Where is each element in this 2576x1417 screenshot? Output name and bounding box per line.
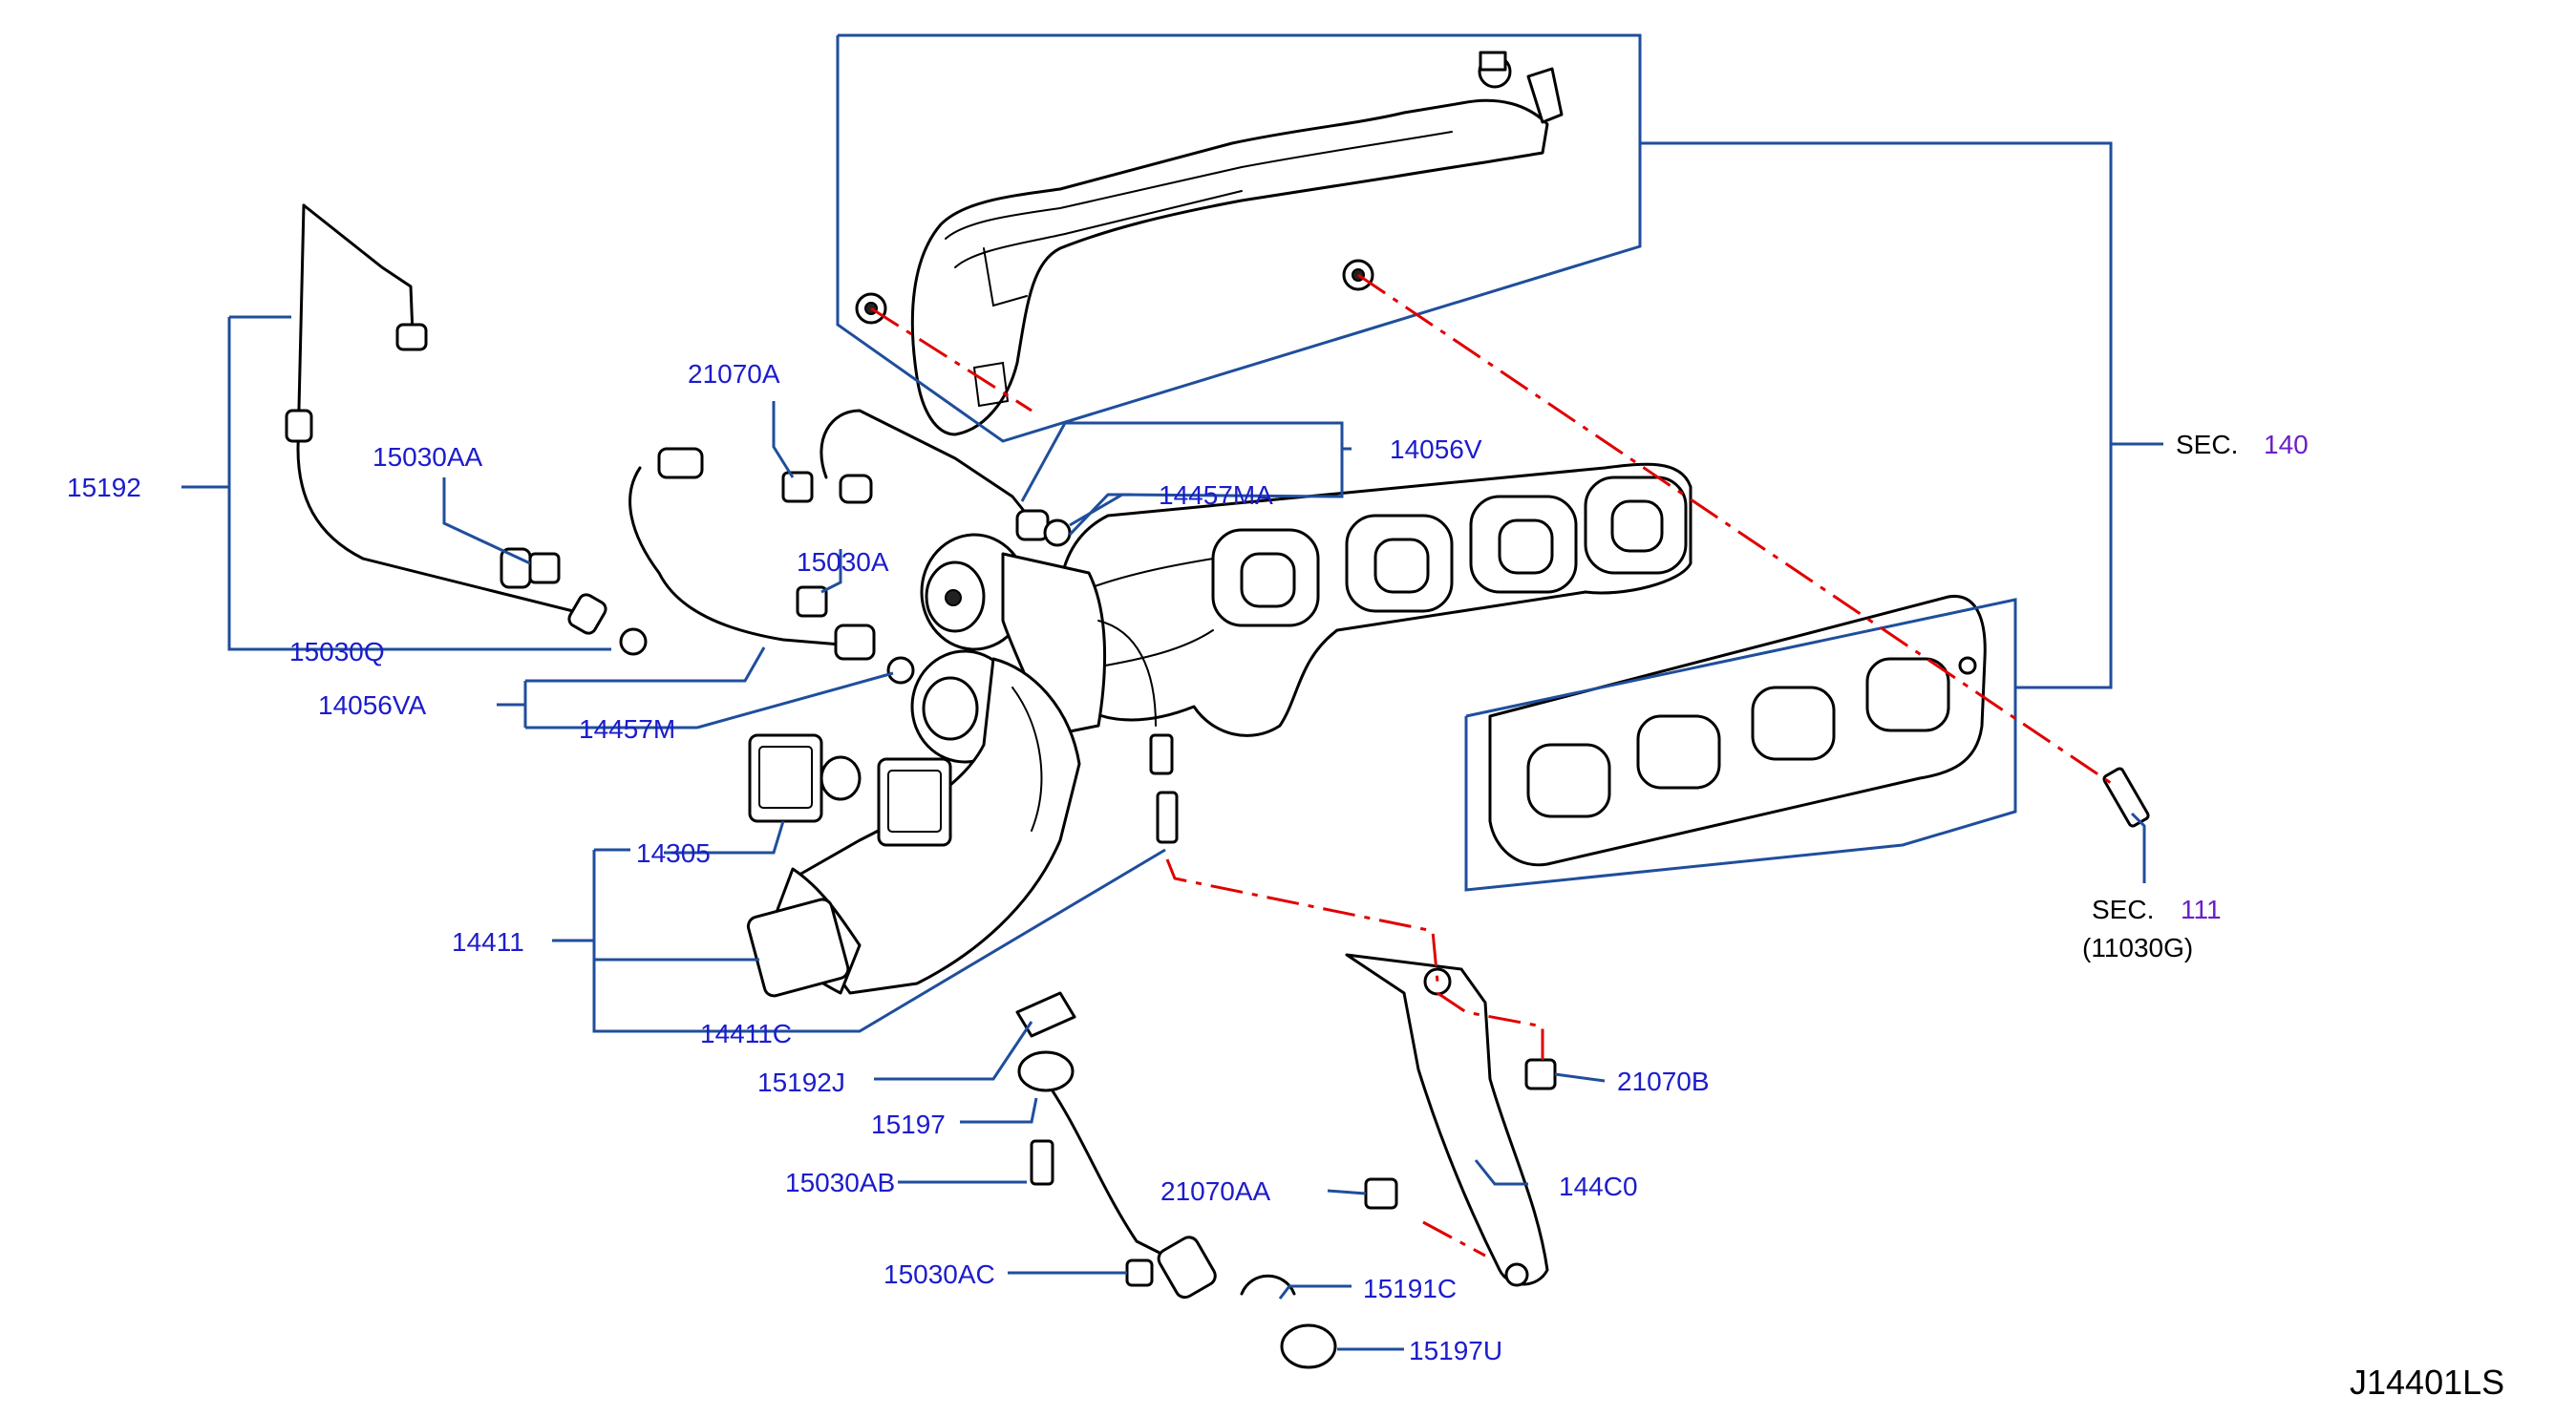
- label-21070AA: 21070AA: [1160, 1176, 1271, 1206]
- label-15197: 15197: [871, 1110, 946, 1139]
- label-15030AA: 15030AA: [373, 442, 483, 472]
- label-14056V: 14056V: [1390, 434, 1482, 464]
- drain-pipes-drawing: [1015, 953, 1557, 1369]
- section-140-number: 140: [2264, 430, 2309, 459]
- label-14056VA: 14056VA: [318, 690, 426, 720]
- section-111-number: 111: [2181, 895, 2222, 924]
- exhaust-manifold-drawing: [1057, 462, 1692, 737]
- dash-line-drain-bracket: [1165, 858, 1439, 983]
- section-111-prefix: SEC.: [2092, 895, 2154, 924]
- gasket-drawing: [1488, 594, 2150, 867]
- dash-line-bracket-nut: [1437, 991, 1544, 1060]
- label-21070B: 21070B: [1617, 1067, 1710, 1096]
- heat-shield-frame: [836, 33, 1642, 443]
- leader-lines: [181, 315, 2146, 1351]
- label-15191C: 15191C: [1363, 1274, 1457, 1303]
- label-14411: 14411: [452, 927, 524, 957]
- label-15197U: 15197U: [1409, 1336, 1502, 1365]
- label-21070A: 21070A: [688, 359, 780, 389]
- label-15030Q: 15030Q: [289, 637, 385, 666]
- gasket-frame: [1464, 598, 2017, 892]
- label-15030AC: 15030AC: [884, 1259, 995, 1289]
- label-15030AB: 15030AB: [785, 1168, 895, 1197]
- label-15192J: 15192J: [757, 1068, 845, 1097]
- label-14305: 14305: [636, 838, 711, 868]
- label-14411C: 14411C: [700, 1019, 792, 1048]
- section-140-bracket: [1640, 141, 2113, 689]
- diagram-code: J14401LS: [2350, 1363, 2504, 1402]
- section-111-subref: (11030G): [2082, 933, 2193, 962]
- heat-shield-drawing: [855, 51, 1564, 436]
- dash-line-bolt: [1422, 1220, 1486, 1258]
- section-140-prefix: SEC.: [2176, 430, 2238, 459]
- dash-line-shield-right: [1357, 273, 2112, 785]
- label-14457M: 14457M: [579, 714, 675, 744]
- label-144C0: 144C0: [1559, 1172, 1638, 1201]
- dash-line-shield-left: [870, 307, 1033, 412]
- pipes-drawing: [285, 203, 1072, 685]
- turbocharger-drawing: [746, 533, 1179, 998]
- label-15030A: 15030A: [797, 547, 889, 577]
- label-14457MA: 14457MA: [1159, 480, 1273, 510]
- label-15192: 15192: [67, 473, 141, 502]
